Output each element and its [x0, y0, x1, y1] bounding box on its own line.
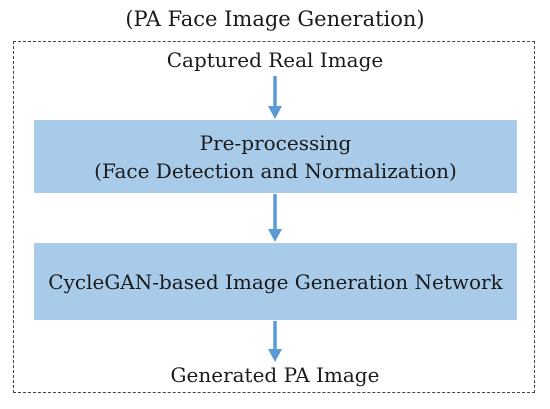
input-label: Captured Real Image — [166, 48, 384, 72]
output-label: Generated PA Image — [170, 363, 380, 387]
cyclegan-network-box: CycleGAN-based Image Generation Network — [34, 243, 517, 320]
diagram-title: (PA Face Image Generation) — [125, 7, 425, 31]
preprocessing-title: Pre-processing — [199, 130, 352, 155]
preprocessing-box: Pre-processing (Face Detection and Norma… — [34, 120, 517, 193]
cyclegan-network-title: CycleGAN-based Image Generation Network — [48, 269, 503, 294]
pipeline-frame — [13, 41, 535, 393]
preprocessing-subtitle: (Face Detection and Normalization) — [94, 158, 457, 183]
